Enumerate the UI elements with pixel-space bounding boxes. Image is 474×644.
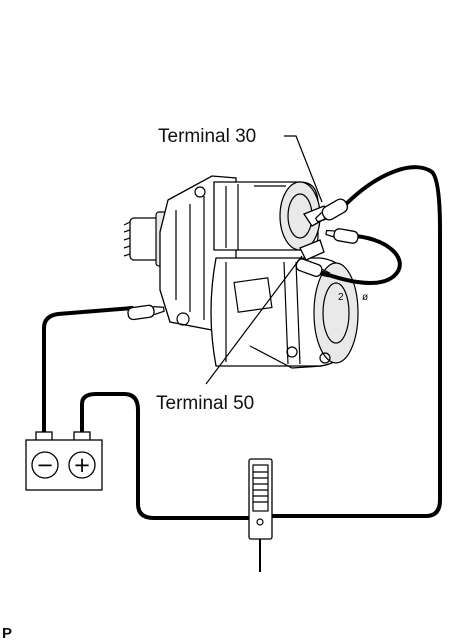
- alligator-clip-icon: [127, 198, 359, 321]
- leader-terminal-50: [205, 255, 303, 385]
- terminal-50-label: Terminal 50: [156, 393, 254, 414]
- svg-text:ø: ø: [362, 292, 368, 303]
- wire-battery-negative: [42, 306, 134, 440]
- wire-battery-positive: [80, 392, 254, 520]
- svg-text:2: 2: [338, 292, 344, 303]
- wiring: [42, 165, 442, 520]
- negative-symbol: −: [36, 453, 54, 477]
- wire-terminal-30-to-meter: [266, 165, 442, 518]
- clip-terminal-30: [314, 198, 349, 223]
- clip-jumper: [325, 228, 359, 244]
- clip-terminal-50: [295, 258, 331, 278]
- battery-positive-terminal: [68, 451, 96, 479]
- clip-ground: [127, 304, 165, 321]
- battery-icon: − +: [25, 431, 103, 491]
- starter-motor-icon: 2 ø: [123, 175, 368, 369]
- terminal-30-label: Terminal 30: [158, 126, 256, 147]
- ammeter-icon: [248, 458, 273, 572]
- reference-label: P: [2, 625, 12, 642]
- leader-terminal-30: [284, 135, 323, 203]
- positive-symbol: +: [73, 453, 91, 477]
- wire-jumper-loop: [318, 234, 402, 285]
- battery-negative-terminal: [31, 451, 59, 479]
